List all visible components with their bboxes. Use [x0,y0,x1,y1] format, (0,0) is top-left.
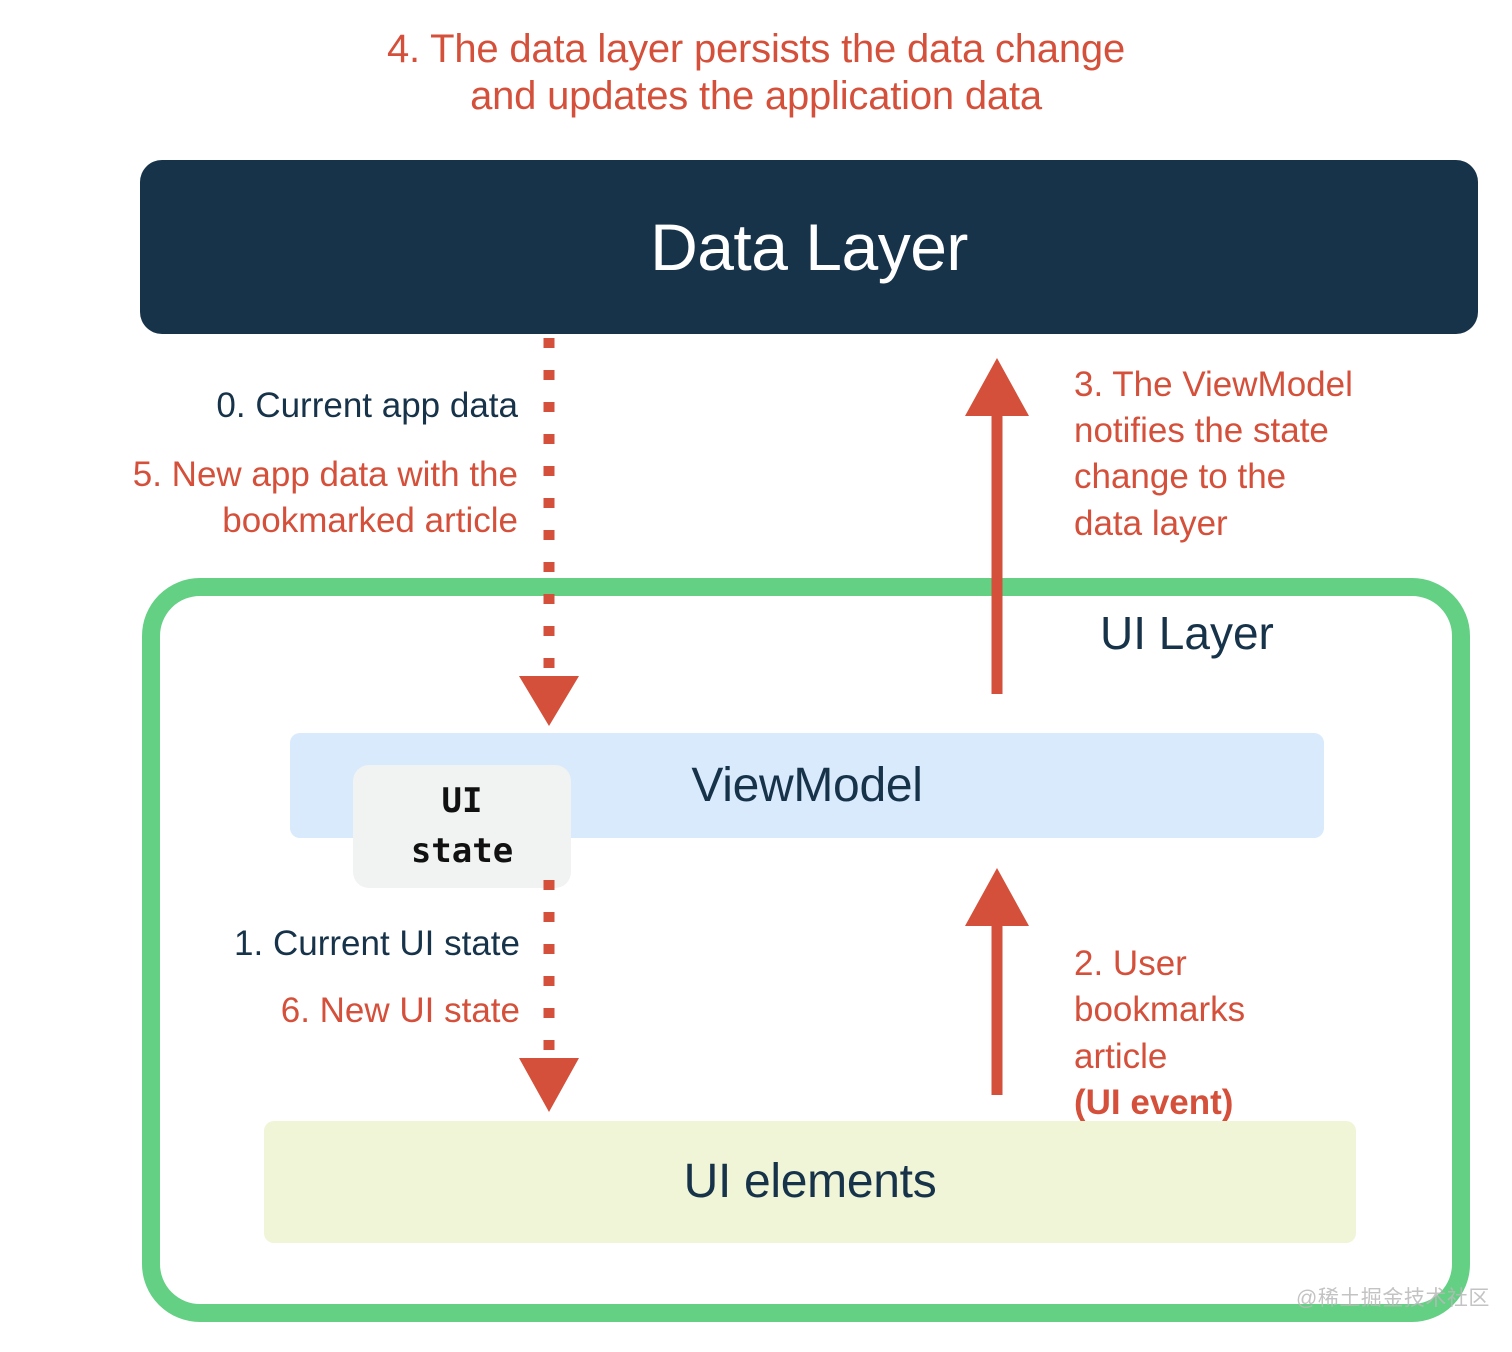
ui-state-chip: UI state [353,765,571,888]
annotation-step-4: 4. The data layer persists the data chan… [386,27,1125,118]
annotation-step-1: 1. Current UI state [234,924,520,963]
annotation-step-0: 0. Current app data [216,386,518,425]
ui-state-chip-line-2: state [410,830,514,871]
ui-elements-box: UI elements [264,1121,1356,1243]
watermark: @稀土掘金技术社区 [1296,1287,1490,1310]
annotation-step-3: 3. The ViewModel notifies the state chan… [1074,365,1353,543]
annotation-step-2-text: 2. User bookmarks article [1074,944,1246,1076]
viewmodel-label: ViewModel [691,758,923,812]
data-layer-box: Data Layer [140,160,1478,334]
ui-elements-label: UI elements [683,1155,937,1208]
data-layer-label: Data Layer [650,210,968,284]
annotation-step-5: 5. New app data with the bookmarked arti… [132,455,518,541]
annotation-step-2-emphasis: (UI event) [1074,1082,1234,1122]
viewmodel-box: ViewModel [290,733,1324,838]
annotation-step-6: 6. New UI state [280,991,520,1030]
ui-layer-box [142,578,1470,1322]
ui-layer-label: UI Layer [1100,607,1274,659]
ui-state-chip-line-1: UI [441,781,483,822]
annotation-step-2: 2. User bookmarks article (UI event) [1074,895,1394,1126]
